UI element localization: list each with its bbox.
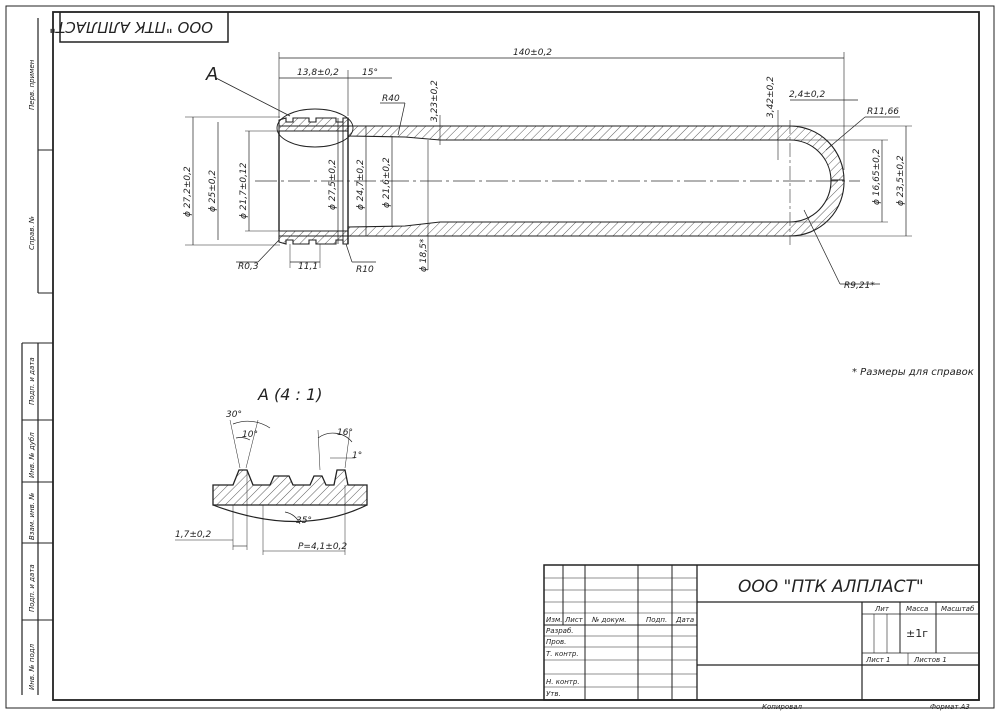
dim-d25: ϕ 25±0,2 <box>208 170 218 212</box>
dim-d21-6: ϕ 21,6±0,2 <box>382 157 392 208</box>
footer-format: Формат А3 <box>930 703 970 711</box>
strip-label-7: Инв. № подл <box>28 643 36 690</box>
preform-view: A 140±0,2 13,8±0,2 15° R40 3,23±0,2 3,42… <box>183 48 974 378</box>
strip-label-6: Подп. и дата <box>28 564 36 612</box>
tb-lit-label: Лит <box>874 605 890 613</box>
strip-label-2: Справ. № <box>28 216 36 250</box>
detail-angle-30: 30° <box>226 410 242 420</box>
dim-d16-65: ϕ 16,65±0,2 <box>872 148 882 205</box>
tb-role-razrab: Разраб. <box>546 627 574 635</box>
detail-angle-10: 10° <box>242 430 258 440</box>
dim-r-outer-tip: R11,66 <box>867 107 899 117</box>
dim-d27-2: ϕ 27,2±0,2 <box>183 166 193 217</box>
detail-title: A (4 : 1) <box>257 385 322 404</box>
company-stamp: ООО "ПТК АЛПЛАСТ" <box>49 18 213 36</box>
tb-sheets: Листов 1 <box>913 656 947 664</box>
tb-sheet: Лист 1 <box>865 656 890 664</box>
dim-r0-3: R0,3 <box>238 262 259 272</box>
strip-label-5: Взам. инв. № <box>28 492 36 540</box>
dim-r40: R40 <box>382 94 400 104</box>
detail-pitch: P=4,1±0,2 <box>298 542 347 552</box>
reference-note: * Размеры для справок <box>852 367 974 378</box>
detail-angle-16: 16° <box>337 428 353 438</box>
inner-frame <box>52 11 980 701</box>
dim-bottom-wall: 3,42±0,2 <box>766 76 776 118</box>
footer-copied: Копировал <box>762 703 803 711</box>
left-strip: Перв. примен Справ. № Подп. и дата Инв. … <box>21 18 53 695</box>
tb-role-nkontr: Н. контр. <box>546 678 580 686</box>
dim-d27-5: ϕ 27,5±0,2 <box>328 159 338 210</box>
dim-d18-5: ϕ 18,5* <box>419 238 429 272</box>
title-block: Изм. Лист № докум. Подп. Дата Разраб. Пр… <box>543 564 980 701</box>
dim-d21-7: ϕ 21,7±0,12 <box>239 162 249 219</box>
detail-a-marker: A <box>205 64 218 85</box>
dim-r10: R10 <box>356 265 374 275</box>
tb-role-tkontr: Т. контр. <box>546 650 579 658</box>
dim-d23-5: ϕ 23,5±0,2 <box>896 155 906 206</box>
tb-mass-label: Масса <box>906 605 928 613</box>
strip-label-4: Инв. № дубл <box>28 432 36 478</box>
detail-angle-35: 35° <box>296 516 312 526</box>
tb-header-list: Лист <box>564 616 584 624</box>
tb-header-sign: Подп. <box>646 616 667 624</box>
detail-angle-1: 1° <box>352 451 362 461</box>
dim-neck-length: 13,8±0,2 <box>297 68 339 78</box>
tb-role-prov: Пров. <box>546 638 566 646</box>
detail-view: A (4 : 1) 30° 10° 16° 1° 35° 1,7±0,2 P=4… <box>175 385 368 555</box>
company-stamp-box: ООО "ПТК АЛПЛАСТ" <box>49 12 229 43</box>
dim-r-inner-tip: R9,21* <box>844 281 875 291</box>
tb-header-izm: Изм. <box>546 616 562 624</box>
tb-header-date: Дата <box>675 616 694 624</box>
tb-scale-label: Масштаб <box>941 605 975 613</box>
dim-len-11-1: 11,1 <box>298 262 318 272</box>
dim-wall: 3,23±0,2 <box>430 80 440 122</box>
dim-overall-length: 140±0,2 <box>513 48 552 58</box>
detail-width: 1,7±0,2 <box>175 530 211 540</box>
tb-mass-value: ±1г <box>906 627 928 640</box>
strip-label-1: Перв. примен <box>28 59 36 110</box>
dim-taper-angle: 15° <box>362 68 378 78</box>
dim-tip-length: 2,4±0,2 <box>789 90 825 100</box>
dim-d24-7: ϕ 24,7±0,2 <box>356 159 366 210</box>
tb-header-doc: № докум. <box>591 616 627 624</box>
tb-company: ООО "ПТК АЛПЛАСТ" <box>738 577 924 597</box>
outer-border <box>5 5 995 709</box>
strip-label-3: Подп. и дата <box>28 357 36 405</box>
tb-role-utv: Утв. <box>546 690 561 698</box>
